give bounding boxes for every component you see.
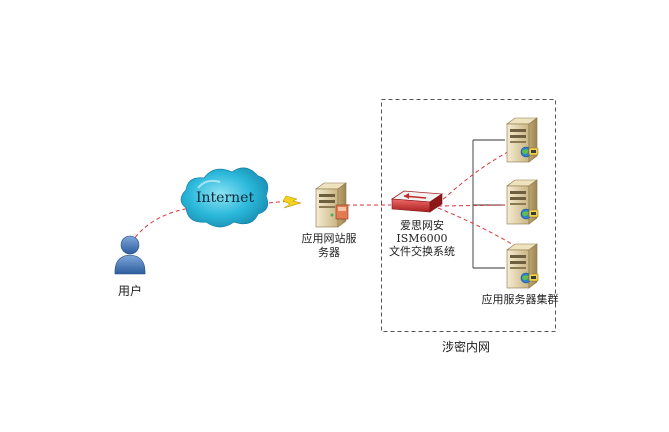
lightning-icon [282,195,302,209]
link-ism-server3 [437,207,518,248]
web-server-icon [315,182,349,228]
link-user-internet [130,206,199,244]
user-label: 用户 [117,284,142,298]
exchange-device-icon [390,190,444,213]
web-server-label-line1: 应用网站服 [301,232,357,245]
server-cluster-label: 应用服务器集群 [481,293,559,306]
link-ism-server2 [437,204,514,207]
cloud-icon [180,167,269,228]
ism-label-line2: ISM6000 [396,232,448,245]
cluster-bracket [472,139,505,269]
web-server-label-line2: 务器 [318,246,340,259]
app-server-icon [506,179,539,225]
intranet-label: 涉密内网 [441,340,490,354]
ism-label-line1: 爱思网安 [400,219,444,232]
user-icon [114,235,146,275]
link-ism-server1 [437,147,517,205]
internet-label: Internet [196,190,255,206]
ism-label-line3: 文件交换系统 [389,245,455,258]
app-server-icon [506,243,539,289]
app-server-icon [506,117,539,163]
intranet-zone-border [381,99,556,332]
